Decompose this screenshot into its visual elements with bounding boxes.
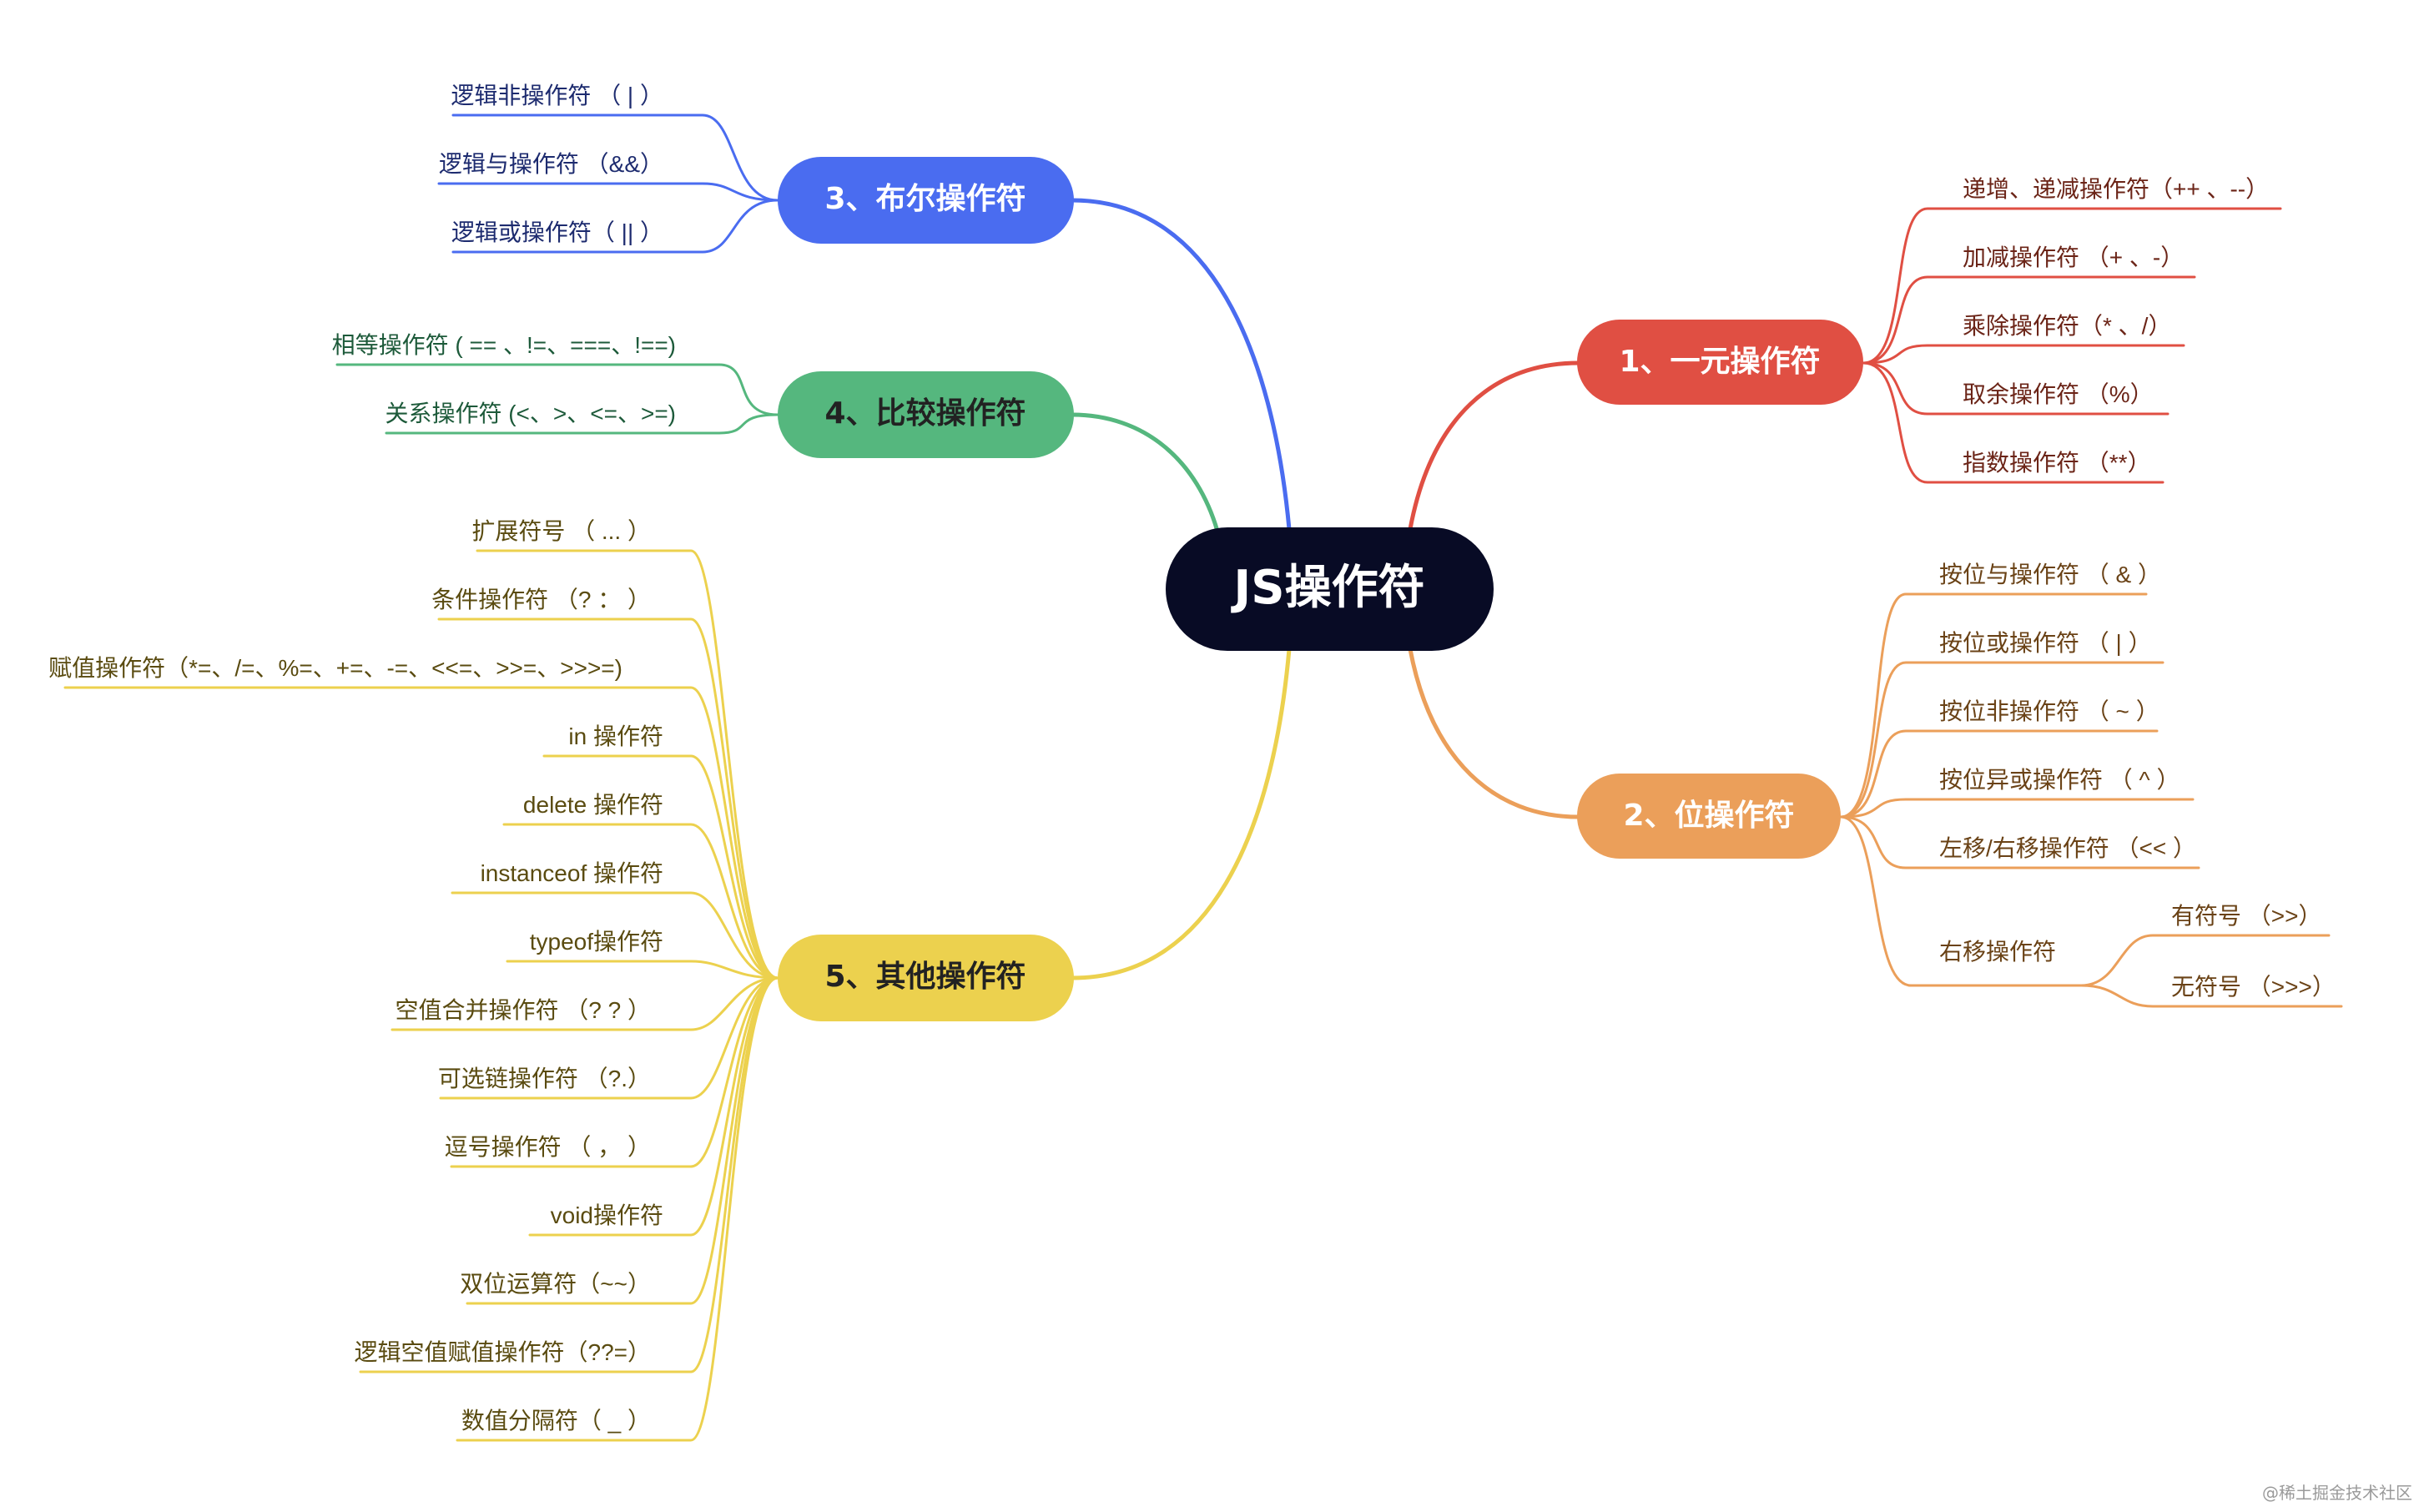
edge-leaf-b1-1 xyxy=(1862,275,2196,365)
leaf-item[interactable]: 双位运算符（~~） xyxy=(460,1271,651,1297)
edge-leaf-b1-2 xyxy=(1862,344,2185,365)
edge-leaf-b1-4 xyxy=(1862,361,2164,484)
branch-node-3[interactable]: 3、布尔操作符 xyxy=(778,157,1074,244)
branch-node-4-bg xyxy=(778,371,1074,458)
leaf-item[interactable]: 加减操作符 （+ 、-） xyxy=(1963,244,2184,270)
leaf-item[interactable]: delete 操作符 xyxy=(523,792,663,818)
leaf-item[interactable]: instanceof 操作符 xyxy=(481,860,663,886)
branch-node-3-bg xyxy=(778,157,1074,244)
edge-leaf-b5-8 xyxy=(439,976,779,1100)
leaf-item[interactable]: 可选链操作符 （?.） xyxy=(438,1066,651,1091)
leaf-subitem[interactable]: 无符号 （>>>） xyxy=(2171,974,2336,1000)
edge-sub-b2-1 xyxy=(2079,984,2343,1008)
leaf-item[interactable]: 乘除操作符（* 、/） xyxy=(1963,313,2171,339)
branch-node-2-label: 2、位操作符 xyxy=(1623,799,1794,833)
leaf-item[interactable]: void操作符 xyxy=(551,1202,663,1228)
edge-leaf-b3-1 xyxy=(437,182,779,202)
leaf-item[interactable]: 逻辑与操作符 （&&） xyxy=(439,151,663,177)
leaf-item[interactable]: 逻辑空值赋值操作符（??=） xyxy=(355,1339,652,1365)
edge-leaf-b4-0 xyxy=(335,363,779,416)
edge-leaf-b5-2 xyxy=(63,686,779,980)
branch-1-leaves: 递增、递减操作符（++ 、--） 加减操作符 （+ 、-） 乘除操作符（* 、/… xyxy=(1963,176,2269,476)
edge-root-branch-4 xyxy=(1070,412,1221,537)
leaf-item[interactable]: 条件操作符 （? ： ） xyxy=(431,587,651,612)
edge-leaf-b2-1 xyxy=(1839,661,2164,819)
branch-5-leaves: 扩展符号 （ ... ） 条件操作符 （? ： ） 赋值操作符（*=、/=、%=… xyxy=(48,518,663,1434)
leaf-item[interactable]: 数值分隔符（ _ ） xyxy=(461,1408,651,1434)
edge-leaf-b4-1 xyxy=(385,413,779,435)
leaf-item[interactable]: 按位或操作符 （ | ） xyxy=(1939,630,2152,656)
edge-leaf-b2-5 xyxy=(1839,815,2083,987)
edge-leaf-b5-4 xyxy=(502,823,779,980)
branch-node-5-bg xyxy=(778,935,1074,1021)
edge-root-branch-5 xyxy=(1070,647,1292,980)
root-node-label: JS操作符 xyxy=(1230,561,1424,615)
leaf-item[interactable]: 扩展符号 （ ... ） xyxy=(471,518,651,544)
edge-sub-b2-0 xyxy=(2079,934,2331,987)
leaf-item[interactable]: 按位非操作符 （ ~ ） xyxy=(1939,698,2159,724)
leaf-item[interactable]: 递增、递减操作符（++ 、--） xyxy=(1963,176,2269,202)
branch-3-leaves: 逻辑非操作符 （ | ） 逻辑与操作符 （&&） 逻辑或操作符（ || ） xyxy=(439,83,663,245)
edge-leaf-b5-10 xyxy=(528,976,779,1237)
edge-leaf-b5-9 xyxy=(450,976,779,1168)
branch-node-2-bg xyxy=(1577,774,1841,859)
edge-leaf-b1-0 xyxy=(1862,207,2282,365)
edge-leaf-b5-3 xyxy=(542,754,779,980)
leaf-item[interactable]: 逻辑或操作符（ || ） xyxy=(451,219,663,245)
branch-node-1-label: 1、一元操作符 xyxy=(1619,345,1820,379)
edge-root-branch-2 xyxy=(1408,647,1581,819)
edge-leaf-b2-4 xyxy=(1839,815,2200,869)
edge-leaf-b5-1 xyxy=(437,617,779,980)
branch-node-1[interactable]: 1、一元操作符 xyxy=(1577,320,1863,405)
leaf-item[interactable]: typeof操作符 xyxy=(530,929,663,955)
branch-node-5-label: 5、其他操作符 xyxy=(824,960,1026,994)
branch-node-1-bg xyxy=(1577,320,1863,405)
watermark: @稀土掘金技术社区 xyxy=(2262,1483,2412,1503)
edge-leaf-b3-0 xyxy=(451,113,779,202)
edge-root-branch-3 xyxy=(1070,198,1292,532)
leaf-item[interactable]: 逻辑非操作符 （ | ） xyxy=(451,83,663,108)
leaf-item[interactable]: 指数操作符 （**） xyxy=(1963,450,2151,476)
branch-node-5[interactable]: 5、其他操作符 xyxy=(778,935,1074,1021)
leaf-item[interactable]: 关系操作符 (<、>、<=、>=) xyxy=(385,401,676,426)
branch-2-leaves: 按位与操作符 （ & ） 按位或操作符 （ | ） 按位非操作符 （ ~ ） 按… xyxy=(1939,562,2336,1000)
edge-leaf-b5-5 xyxy=(451,891,779,980)
branch-node-4-label: 4、比较操作符 xyxy=(824,396,1026,431)
leaf-item[interactable]: 取余操作符 （%） xyxy=(1963,381,2154,407)
edge-leaf-b2-0 xyxy=(1839,592,2148,819)
edge-leaf-b5-7 xyxy=(391,976,779,1031)
branch-node-2[interactable]: 2、位操作符 xyxy=(1577,774,1841,859)
leaf-item[interactable]: 逗号操作符 （ ， ） xyxy=(445,1134,651,1160)
leaf-item-right-shift[interactable]: 右移操作符 xyxy=(1939,939,2056,965)
edge-leaf-b3-2 xyxy=(451,199,779,254)
edge-leaf-b5-0 xyxy=(476,549,779,980)
leaf-subitem[interactable]: 有符号 （>>） xyxy=(2171,903,2321,929)
root-node[interactable]: JS操作符 xyxy=(1166,527,1494,651)
edge-leaf-b5-12 xyxy=(359,976,779,1373)
edge-leaf-b5-6 xyxy=(506,960,779,980)
branch-node-3-label: 3、布尔操作符 xyxy=(824,182,1026,216)
edge-leaf-b5-13 xyxy=(456,976,779,1442)
edge-leaf-b1-3 xyxy=(1862,361,2169,416)
edge-leaf-b2-3 xyxy=(1839,798,2195,819)
branch-node-4[interactable]: 4、比较操作符 xyxy=(778,371,1074,458)
branch-4-leaves: 相等操作符 ( == 、!=、===、!==) 关系操作符 (<、>、<=、>=… xyxy=(332,332,676,426)
leaf-item[interactable]: 空值合并操作符 （? ? ） xyxy=(396,997,651,1023)
mindmap-edges xyxy=(63,113,2343,1442)
edge-leaf-b2-2 xyxy=(1839,729,2159,819)
leaf-item[interactable]: 赋值操作符（*=、/=、%=、+=、-=、<<=、>>=、>>>=) xyxy=(48,655,622,681)
leaf-item[interactable]: 按位与操作符 （ & ） xyxy=(1939,562,2161,587)
edge-root-branch-1 xyxy=(1408,360,1581,532)
leaf-item[interactable]: 左移/右移操作符 （<< ） xyxy=(1939,835,2196,861)
leaf-item[interactable]: 按位异或操作符 （ ^ ） xyxy=(1939,767,2180,793)
edge-leaf-b5-11 xyxy=(466,976,779,1305)
root-node-bg xyxy=(1166,527,1494,651)
leaf-item[interactable]: 相等操作符 ( == 、!=、===、!==) xyxy=(332,332,676,358)
leaf-item[interactable]: in 操作符 xyxy=(568,723,663,749)
